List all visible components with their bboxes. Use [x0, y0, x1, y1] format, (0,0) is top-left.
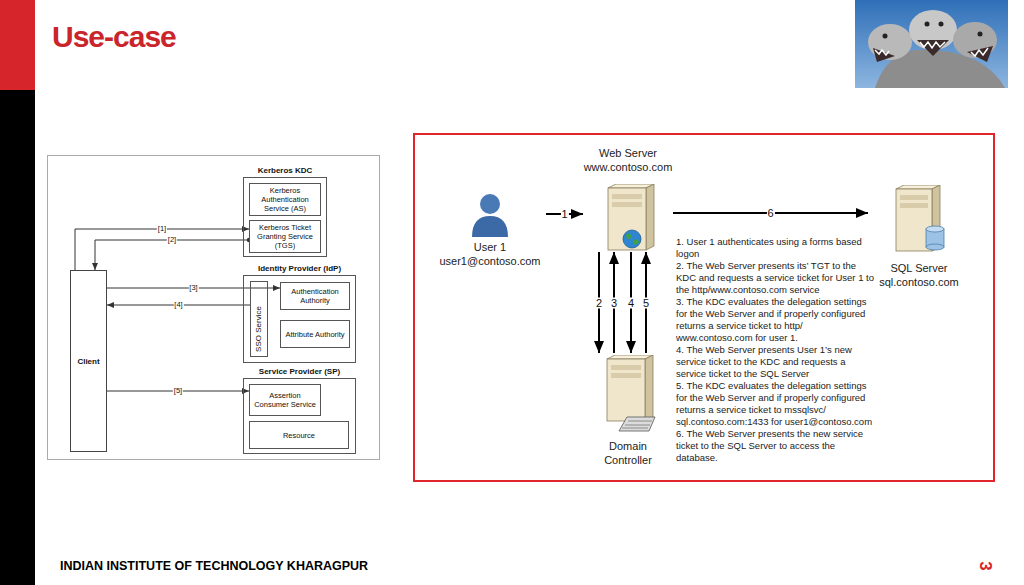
node-text: www.contoso.com — [584, 160, 673, 174]
cerberus-picture-part — [883, 34, 888, 39]
edge-label: 5 — [642, 297, 650, 308]
group-heading: Kerberos KDC — [214, 166, 356, 176]
node-text: Kerberos Authentication Service (AS) — [252, 186, 318, 213]
node-text: user1@contoso.com — [439, 254, 540, 268]
client-box: Client — [70, 270, 107, 452]
idp-group: Identity Provider (IdP)SSO ServiceAuthen… — [243, 275, 356, 363]
vertical-text: SSO Service — [254, 306, 264, 352]
edge-label: [1] — [157, 225, 167, 233]
user-icon — [470, 193, 510, 237]
edge-label: 1 — [560, 209, 568, 220]
node-text: Assertion Consumer Service — [252, 391, 318, 409]
service-box: Kerberos Authentication Service (AS) — [249, 183, 321, 216]
server-node: Web Serverwww.contoso.com — [583, 146, 673, 252]
step-note: 5. The KDC evaluates the delegation sett… — [676, 380, 876, 428]
node-text: Domain Controller — [588, 439, 668, 467]
domain-controller-icon-part — [622, 421, 652, 428]
node-text: Resource — [283, 431, 315, 440]
group-heading: Identity Provider (IdP) — [214, 264, 385, 274]
server-node: Domain Controller — [583, 353, 673, 467]
cerberus-picture-part — [939, 22, 944, 27]
black-side-bar — [0, 90, 35, 585]
domain-controller-icon-part — [611, 373, 641, 378]
user-icon-part — [472, 216, 508, 237]
sso-strip: SSO Service — [250, 281, 268, 357]
domain-controller-icon — [597, 355, 659, 433]
cerberus-picture-part — [978, 32, 983, 37]
service-box: Assertion Consumer Service — [249, 384, 321, 416]
cerberus-picture-part — [873, 48, 895, 62]
step-note: 6. The Web Server presents the new servi… — [676, 428, 876, 464]
service-box: Kerberos Ticket Granting Service (TGS) — [249, 220, 321, 253]
step-note: 4. The Web Server presents User 1’s new … — [676, 344, 876, 380]
web-server-icon-part — [612, 202, 642, 207]
node-text: SQL Server — [890, 261, 947, 275]
page-number: 3 — [975, 561, 995, 570]
edge-label: [2] — [167, 236, 177, 244]
server-node: SQL Serversql.contoso.com — [868, 183, 970, 289]
authority-box: Authentication Authority — [280, 282, 350, 310]
edge-label: [3] — [188, 284, 198, 292]
node-text: Authentication Authority — [283, 287, 347, 305]
sql-server-icon-part — [926, 244, 944, 250]
edge-label: [4] — [173, 301, 183, 309]
step-note: 2. The Web Server presents its’ TGT to t… — [676, 260, 876, 296]
footer-text: INDIAN INSTITUTE OF TECHNOLOGY KHARAGPUR — [60, 559, 368, 573]
cerberus-picture-part — [925, 22, 930, 27]
cerberus-picture-part — [920, 42, 945, 48]
sql-server-icon-part — [926, 226, 944, 232]
sql-server-icon-part — [900, 195, 928, 200]
edge-label: [5] — [173, 387, 183, 395]
cerberus-picture-part — [971, 48, 988, 56]
edge-label: 3 — [610, 297, 618, 308]
domain-controller-icon-part — [645, 355, 653, 421]
domain-controller-icon-part — [607, 359, 645, 421]
user-icon-part — [480, 194, 500, 214]
web-server-icon-part — [612, 194, 642, 199]
node-text: Kerberos Ticket Granting Service (TGS) — [252, 223, 318, 250]
step-note: 3. The KDC evaluates the delegation sett… — [676, 296, 876, 344]
sql-server-icon — [890, 185, 948, 253]
node-text: Attribute Authority — [285, 330, 344, 339]
sql-server-icon-part — [900, 203, 928, 208]
connector — [75, 229, 249, 270]
sp-group: Service Provider (SP)Assertion Consumer … — [243, 378, 356, 454]
node-text: Web Server — [599, 146, 657, 160]
web-server-icon-part — [646, 184, 654, 250]
user-node: User 1user1@contoso.com — [434, 192, 546, 268]
cerberus-picture — [855, 0, 1008, 88]
domain-controller-icon-part — [611, 365, 641, 370]
step-note: 1. User 1 authenticates using a forms ba… — [676, 236, 876, 260]
node-text: Client — [77, 357, 99, 366]
node-text: User 1 — [474, 240, 506, 254]
step-list: 1. User 1 authenticates using a forms ba… — [676, 236, 876, 464]
node-text: sql.contoso.com — [879, 275, 958, 289]
edge-label: 2 — [595, 297, 603, 308]
web-server-icon — [600, 184, 658, 252]
web-server-icon-part — [623, 230, 641, 248]
cerberus-picture-part — [967, 46, 993, 62]
domain-controller-icon-part — [619, 417, 655, 431]
authority-box: Attribute Authority — [280, 320, 350, 348]
resource-box: Resource — [249, 421, 349, 449]
cerberus-picture-part — [855, 0, 1008, 88]
edge-label: 6 — [766, 208, 774, 219]
cerberus-picture-part — [917, 40, 949, 56]
connector — [95, 240, 249, 270]
group-heading: Service Provider (SP) — [214, 367, 385, 377]
slide-title: Use-case — [52, 20, 176, 54]
cerberus-picture-part — [875, 50, 889, 55]
kdc-group: Kerberos KDCKerberos Authentication Serv… — [243, 177, 327, 257]
web-server-icon-part — [608, 188, 646, 250]
web-server-icon-part — [634, 239, 639, 244]
web-server-icon-part — [626, 234, 632, 239]
edge-label: 4 — [627, 297, 635, 308]
red-corner-bar — [0, 0, 35, 90]
